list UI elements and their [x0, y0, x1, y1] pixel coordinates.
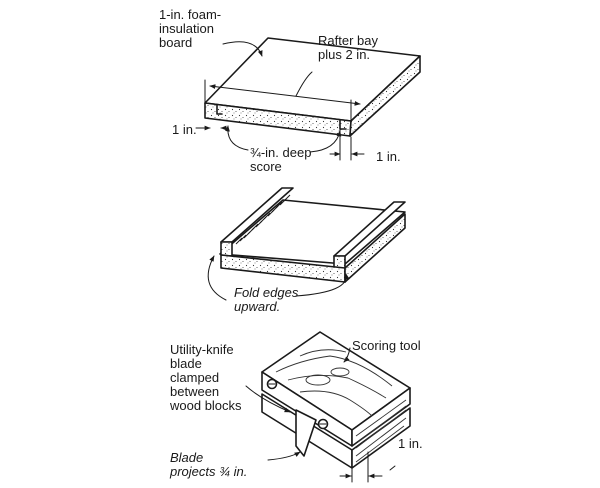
fold-edges-label: Fold edges upward. [234, 285, 299, 314]
utility-blade-label: Utility-knife blade clamped between wood… [170, 342, 242, 413]
rafter-bay-label: Rafter bay plus 2 in. [318, 33, 378, 62]
flat-foam-board [204, 37, 421, 137]
left-score-notch [216, 104, 223, 115]
right-score-notch [339, 119, 347, 130]
left-one-in-label: 1 in. [172, 122, 197, 137]
score-leader-right [309, 130, 342, 153]
blade-projects-label: Blade projects ¾ in. [170, 450, 248, 479]
folded-foam-board [219, 187, 406, 283]
fold-hatching [235, 194, 291, 245]
fold-arrow-left [207, 255, 227, 301]
foam-board-leader [222, 41, 263, 57]
scoring-tool-label: Scoring tool [352, 338, 421, 353]
fold-arrow-right [295, 273, 350, 297]
blade-leader [245, 385, 291, 413]
score-leader-left [225, 125, 249, 151]
scoring-tool-leader [343, 347, 351, 363]
right-one-in-label: 1 in. [376, 149, 401, 164]
score-depth-label: ¾-in. deep score [250, 145, 312, 174]
rafter-bay-leader [295, 71, 313, 97]
scoring-tool [261, 331, 411, 469]
blade-projects-leader [267, 451, 301, 461]
foam-board-label: 1-in. foam- insulation board [159, 7, 222, 50]
tool-one-in-label: 1 in. [398, 436, 423, 451]
rafter-bay-dimension [209, 84, 361, 106]
